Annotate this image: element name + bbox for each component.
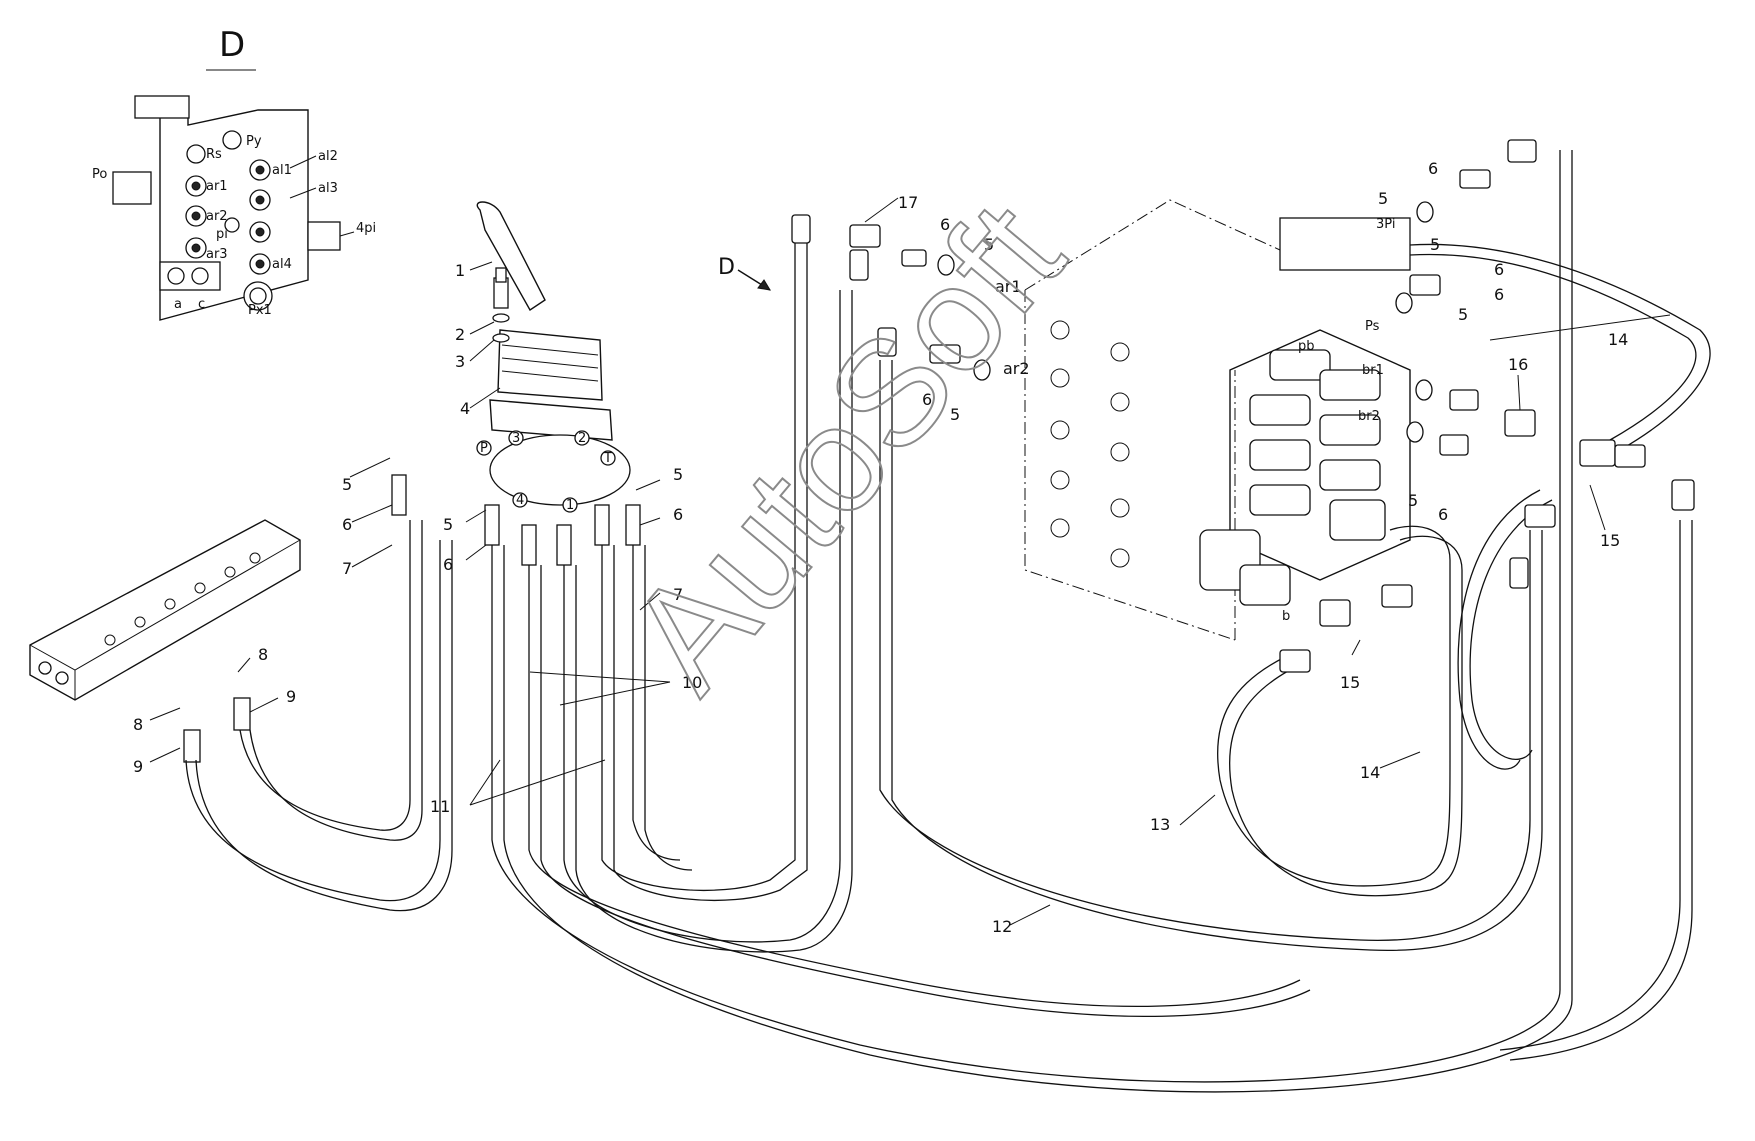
- callout-8-upper: 8: [258, 645, 268, 664]
- callout-5-ps: 5: [1458, 305, 1468, 324]
- port-al2-label: al2: [318, 149, 338, 164]
- joystick-port-2-label: 2: [578, 431, 586, 446]
- callout-11: 11: [430, 797, 450, 816]
- port-pi-label: pi: [216, 227, 228, 242]
- callout-5-mid: 5: [443, 515, 453, 534]
- callout-6-ar2: 6: [922, 390, 932, 409]
- callout-7-left: 7: [342, 559, 352, 578]
- callout-9-lower: 9: [133, 757, 143, 776]
- joystick-port-1-label: 1: [566, 498, 574, 513]
- callout-17: 17: [898, 193, 918, 212]
- manifold-block: [29, 519, 301, 763]
- watermark: AutoSoft: [595, 171, 1096, 722]
- callout-6-extra: 6: [1494, 260, 1504, 279]
- callout-6-ps: 6: [1494, 285, 1504, 304]
- port-al3-label: al3: [318, 181, 338, 196]
- callout-12: 12: [992, 917, 1012, 936]
- callout-1: 1: [455, 261, 465, 280]
- joystick-port-t-label: T: [603, 451, 612, 466]
- port-rs-label: Rs: [206, 147, 222, 162]
- callout-3: 3: [455, 352, 465, 371]
- detail-d-view: D Po Rs Py ar1 al2 al1 al3 ar2 pi ar3 al…: [92, 25, 376, 321]
- pilot-joystick: P T 2 3 4 1: [391, 201, 641, 566]
- leader-lines: [149, 197, 1671, 926]
- valve-port-3pi-label: 3Pi: [1376, 217, 1395, 232]
- port-px1-label: Px1: [248, 303, 272, 318]
- valve-port-pb-label: pb: [1298, 339, 1315, 354]
- callout-10: 10: [682, 673, 702, 692]
- callout-6-mid: 6: [443, 555, 453, 574]
- callout-5-top: 5: [984, 235, 994, 254]
- detail-title: D: [219, 25, 245, 65]
- joystick-port-4-label: 4: [516, 493, 524, 508]
- callout-15-right: 15: [1600, 531, 1620, 550]
- callout-14-lower: 14: [1360, 763, 1380, 782]
- port-po-label: Po: [92, 167, 107, 182]
- callout-5-3pi: 5: [1378, 189, 1388, 208]
- callout-5-extra: 5: [1430, 235, 1440, 254]
- port-a-label: a: [174, 297, 182, 312]
- port-ar3-label: ar3: [206, 247, 228, 262]
- joystick-fittings: [391, 474, 641, 566]
- callout-5-right: 5: [673, 465, 683, 484]
- callout-5-left: 5: [342, 475, 352, 494]
- joystick-port-p-label: P: [480, 441, 488, 456]
- port-ar2-label: ar2: [206, 209, 228, 224]
- view-arrow-d: D: [718, 255, 771, 291]
- valve-port-ar2-label: ar2: [1003, 359, 1030, 378]
- callout-7-right: 7: [673, 585, 683, 604]
- callout-14-upper: 14: [1608, 330, 1628, 349]
- port-4pi-label: 4pi: [356, 221, 376, 236]
- callout-5-ar2: 5: [950, 405, 960, 424]
- callout-2: 2: [455, 325, 465, 344]
- callout-13: 13: [1150, 815, 1170, 834]
- callout-6-right: 6: [673, 505, 683, 524]
- port-py-label: Py: [246, 134, 262, 149]
- watermark-text: AutoSoft: [596, 172, 1095, 721]
- callout-6-top: 6: [940, 215, 950, 234]
- callout-6-3pi: 6: [1428, 159, 1438, 178]
- valve-port-b-label: b: [1282, 609, 1290, 624]
- port-c-label: c: [198, 297, 205, 312]
- callout-16: 16: [1508, 355, 1528, 374]
- valve-port-ar1-label: ar1: [995, 277, 1022, 296]
- callout-4: 4: [460, 399, 470, 418]
- callout-9-upper: 9: [286, 687, 296, 706]
- callout-numbers: 1 2 3 4 5 6 7 5 6 5 6 7 8 9 8 9 10 11 12…: [133, 159, 1628, 936]
- callout-6-left: 6: [342, 515, 352, 534]
- control-valve: ar1 ar2 3Pi Ps pb br1 br2 b: [995, 199, 1411, 641]
- callout-15-lower: 15: [1340, 673, 1360, 692]
- valve-port-br1-label: br1: [1362, 363, 1384, 378]
- callout-5-br: 5: [1408, 491, 1418, 510]
- hose-routing: [185, 150, 1711, 1093]
- valve-port-br2-label: br2: [1358, 409, 1380, 424]
- valve-port-ps-label: Ps: [1365, 319, 1380, 334]
- valve-spools: [1199, 349, 1386, 606]
- port-al4-label: al4: [272, 257, 292, 272]
- port-al1-label: al1: [272, 163, 292, 178]
- valve-fittings: [791, 139, 1695, 673]
- port-ar1-label: ar1: [206, 179, 228, 194]
- view-arrow-label: D: [718, 255, 735, 280]
- joystick-port-3-label: 3: [512, 431, 520, 446]
- callout-8-lower: 8: [133, 715, 143, 734]
- callout-6-br: 6: [1438, 505, 1448, 524]
